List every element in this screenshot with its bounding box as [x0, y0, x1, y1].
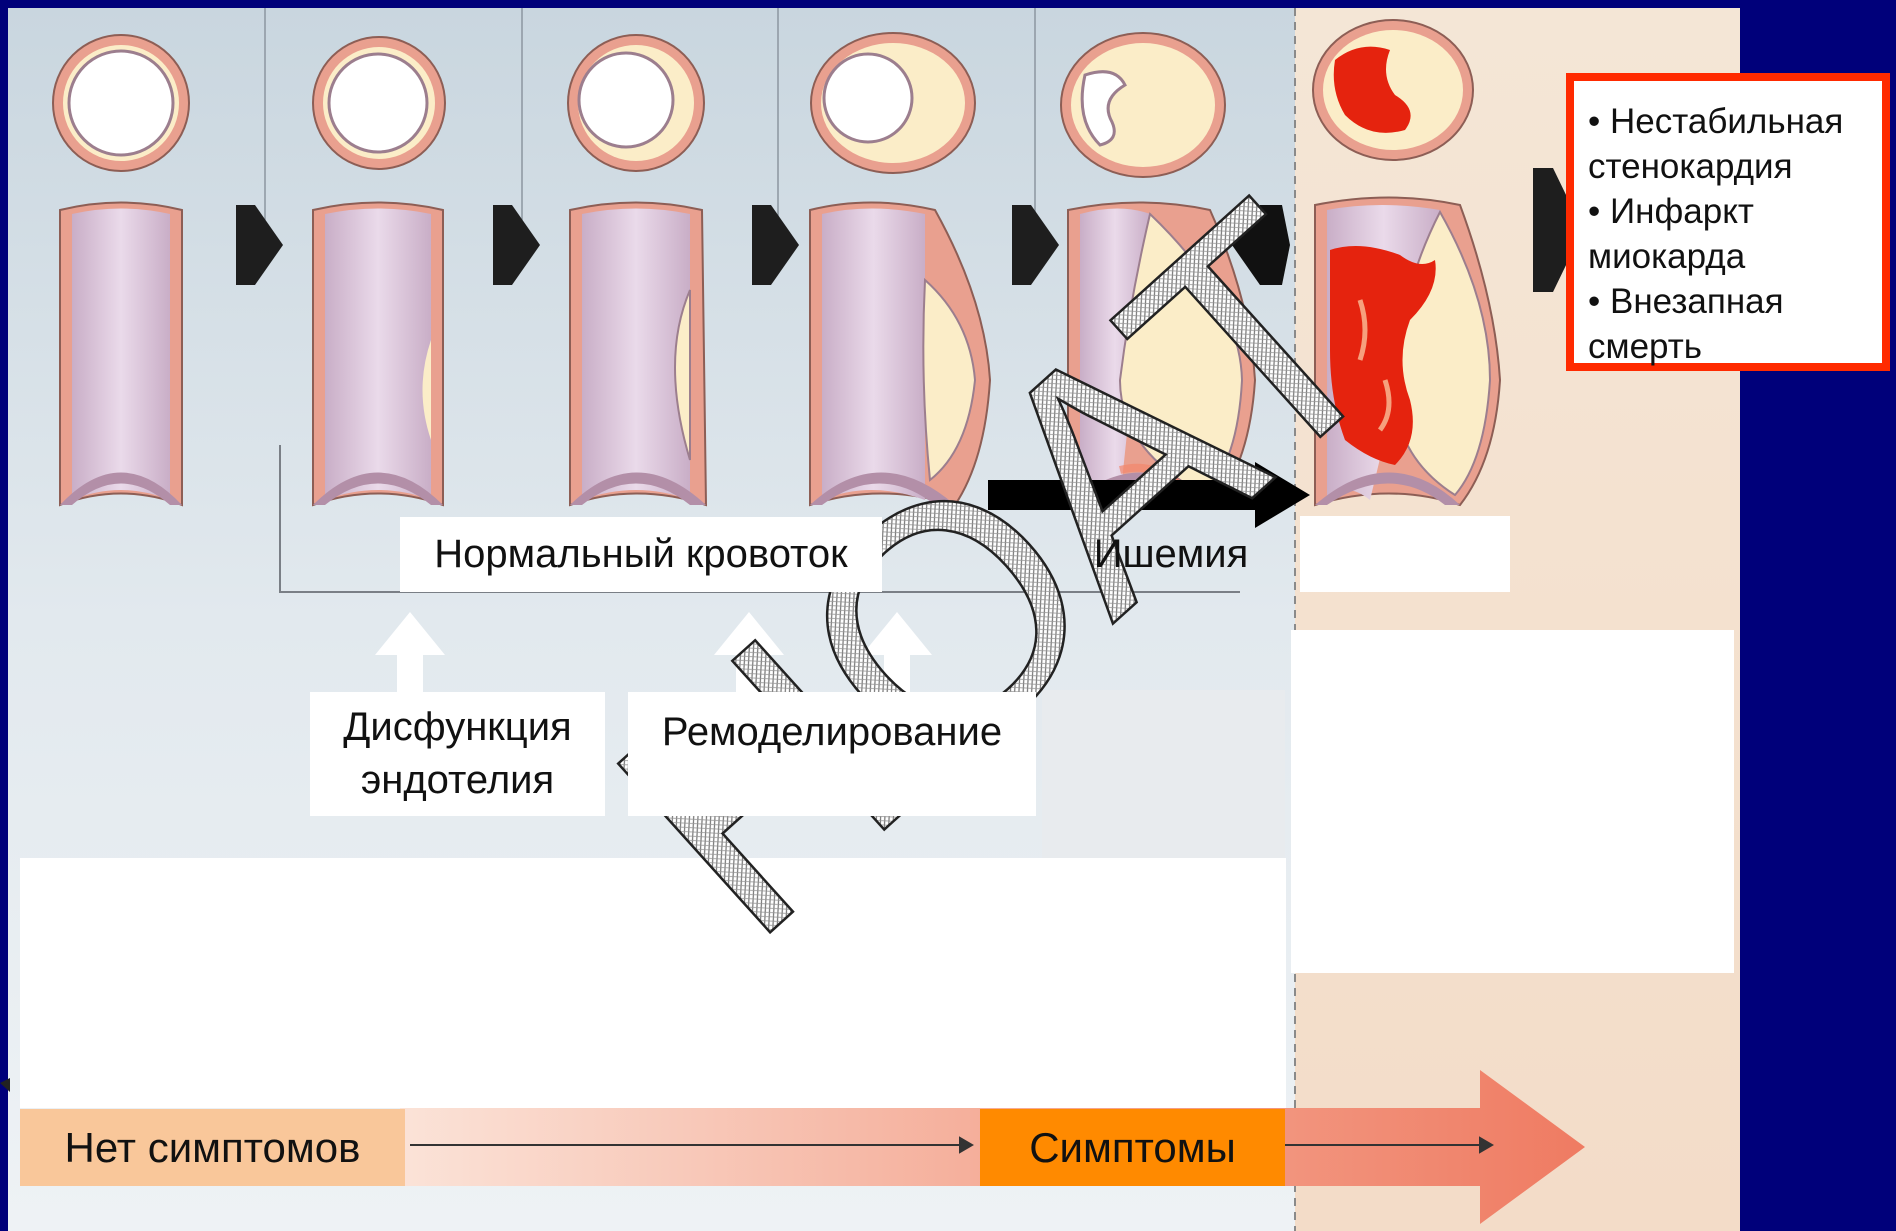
outcome-line-3: • Инфаркт [1588, 189, 1872, 234]
remodeling-label: Ремоделирование [628, 692, 1036, 816]
outcome-line-5: • Внезапная [1588, 279, 1872, 324]
outcome-line-1: • Нестабильная [1588, 99, 1872, 144]
endothelial-dysfunction-line-2: эндотелия [361, 754, 554, 807]
clinical-outcomes-box: • Нестабильная стенокардия • Инфаркт мио… [1566, 73, 1890, 371]
vessel-stage-2 [313, 37, 445, 505]
symptoms-label: Симптомы [980, 1109, 1285, 1186]
vessel-stage-3 [568, 35, 706, 505]
endothelial-dysfunction-line-1: Дисфункция [343, 701, 571, 754]
outcome-line-2: стенокардия [1588, 144, 1872, 189]
outcome-line-4: миокарда [1588, 234, 1872, 279]
no-symptoms-label: Нет симптомов [20, 1109, 405, 1186]
outcome-line-6: смерть [1588, 324, 1872, 369]
endothelial-dysfunction-label: Дисфункция эндотелия [310, 692, 605, 816]
vessel-stage-1 [53, 35, 189, 505]
ischemia-label: Ишемия [1040, 517, 1302, 592]
lower-white-panel [20, 858, 1286, 1108]
ischemia-label-bg [1300, 516, 1510, 592]
right-edge-notch [0, 1078, 10, 1092]
normal-flow-label: Нормальный кровоток [400, 517, 882, 592]
right-white-panel [1291, 630, 1734, 973]
